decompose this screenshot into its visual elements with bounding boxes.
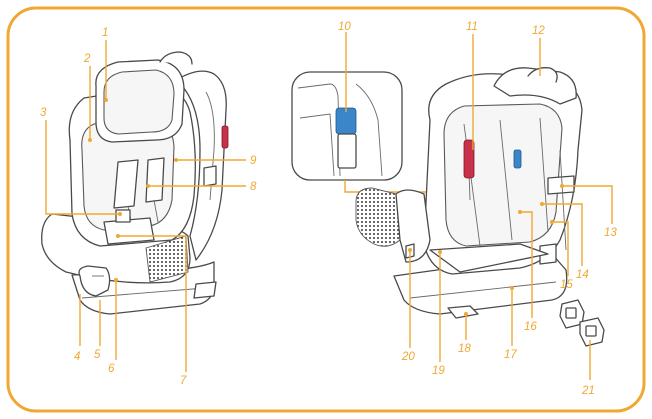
label-20: 20	[401, 351, 415, 363]
leader-lines	[45, 32, 613, 380]
label-8: 8	[250, 181, 257, 193]
label-6: 6	[108, 363, 115, 375]
part-numbers: 1 2 3 4 5 6 7 8 9 10 11 12 13 14 15 16 1…	[40, 21, 617, 397]
label-16: 16	[524, 321, 537, 333]
label-14: 14	[576, 269, 589, 281]
label-5: 5	[94, 349, 101, 361]
label-13: 13	[604, 227, 617, 239]
label-2: 2	[83, 53, 91, 65]
label-9: 9	[250, 155, 257, 167]
label-11: 11	[466, 21, 478, 33]
front-view-seat	[41, 51, 229, 315]
label-19: 19	[432, 365, 445, 377]
label-15: 15	[560, 279, 573, 291]
label-4: 4	[74, 351, 80, 363]
rear-view-seat	[355, 67, 583, 319]
label-1: 1	[102, 27, 108, 39]
isofix-guides	[559, 299, 605, 347]
label-7: 7	[180, 375, 187, 387]
label-21: 21	[581, 385, 595, 397]
diagram-frame	[6, 6, 646, 413]
label-17: 17	[504, 349, 517, 361]
label-18: 18	[458, 343, 471, 355]
harness-adjuster	[463, 139, 475, 179]
label-10: 10	[338, 21, 351, 33]
label-3: 3	[40, 107, 47, 119]
label-12: 12	[532, 25, 545, 37]
